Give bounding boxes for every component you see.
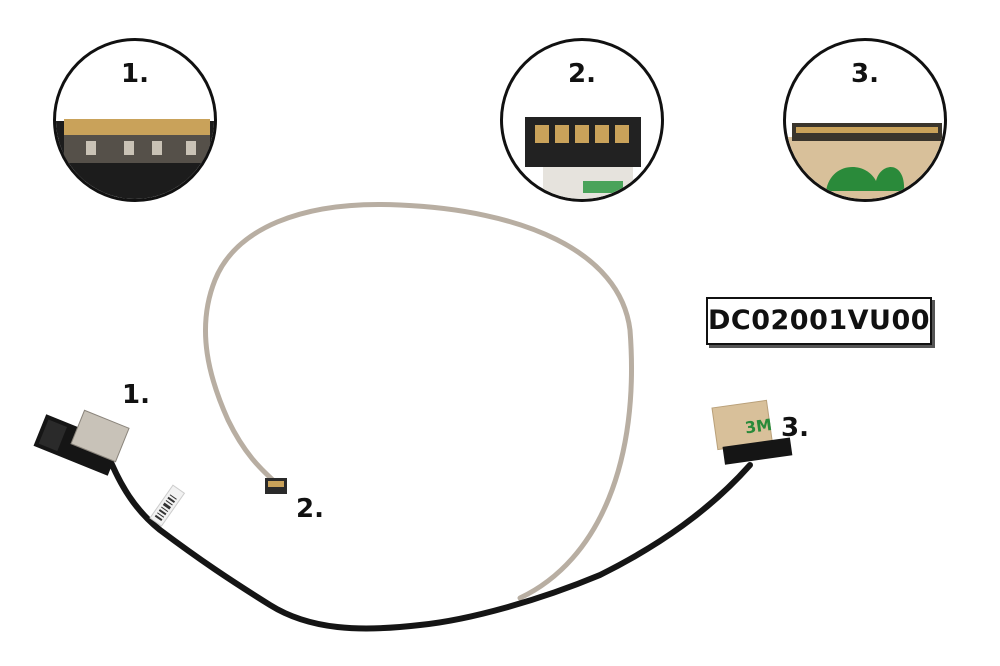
part-number-label: DC02001VU00	[706, 297, 932, 345]
cable-label-2: 2.	[296, 494, 324, 524]
cable-label-3: 3.	[781, 413, 809, 443]
svg-text:3M: 3M	[744, 415, 773, 438]
connector-3: 3M	[711, 399, 793, 465]
zoom-circle-1: 1.	[53, 38, 217, 202]
zoom-label-2: 2.	[568, 59, 596, 89]
connector-2	[265, 478, 287, 494]
zoom-circle-3: 3.	[783, 38, 947, 202]
connector-1-closeup	[56, 119, 214, 199]
connector-3-closeup	[786, 123, 944, 199]
zoom-label-3: 3.	[851, 59, 879, 89]
cable-label-1: 1.	[122, 380, 150, 410]
thin-grey-cable	[203, 201, 635, 601]
connector-2-closeup	[525, 117, 641, 199]
main-black-cable	[105, 452, 753, 632]
barcode-sticker	[149, 484, 186, 527]
zoom-circle-2: 2.	[500, 38, 664, 202]
connector-1	[33, 409, 130, 476]
zoom-label-1: 1.	[121, 59, 149, 89]
